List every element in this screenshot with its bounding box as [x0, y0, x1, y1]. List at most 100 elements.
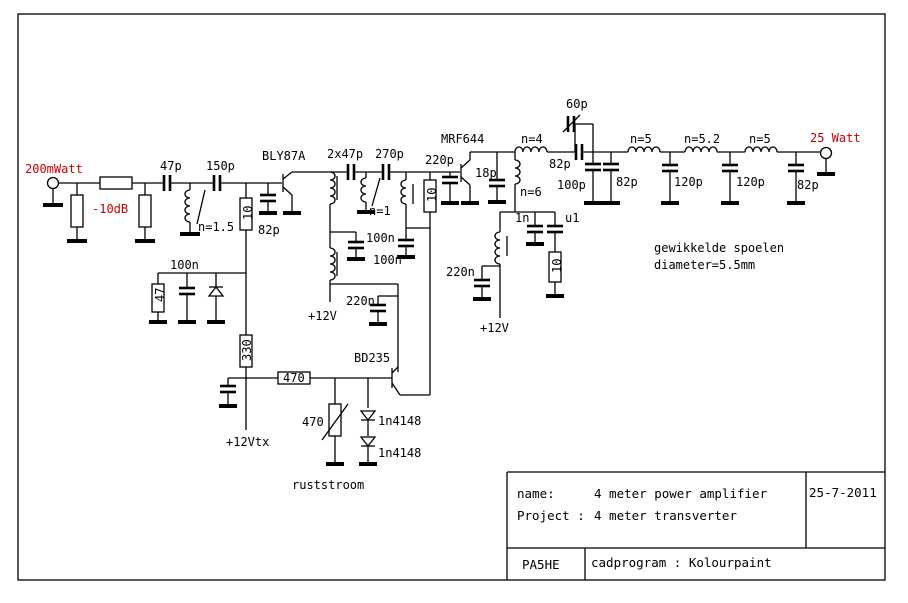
diode-bias-icon — [207, 273, 225, 324]
capacitor-220n-bd235-label: 220n — [346, 294, 375, 308]
capacitor-82p-shunt-a-label: 82p — [616, 175, 638, 189]
capacitor-82p-base-label: 82p — [258, 223, 280, 237]
vcc-q1-label: +12V — [308, 309, 337, 323]
attenuator-series-resistor — [99, 176, 133, 190]
title-name-value: 4 meter power amplifier — [594, 486, 768, 501]
capacitor-220p — [441, 172, 459, 205]
resistor-10-base-label: 10 — [241, 206, 255, 220]
inductor-collector-q1 — [329, 171, 338, 205]
title-cad: cadprogram : Kolourpaint — [591, 555, 772, 570]
capacitor-82p-shunt-b — [787, 152, 805, 205]
inductor-n5-b — [744, 146, 778, 153]
capacitor-u1-label: u1 — [565, 211, 579, 225]
capacitor-100n-bias — [178, 273, 196, 324]
transistor-bd235-label: BD235 — [354, 351, 390, 365]
capacitor-120p-b — [721, 152, 739, 205]
inductor-n1-5-label: n=1.5 — [198, 220, 234, 234]
capacitor-100n-bias-label: 100n — [170, 258, 199, 272]
rf-choke-q1 — [329, 247, 338, 281]
capacitor-100n-decoupling-b — [397, 238, 415, 259]
resistor-10-q2-label: 10 — [425, 188, 439, 202]
capacitor-47p — [162, 175, 172, 191]
capacitor-220n-q2-label: 220n — [446, 265, 475, 279]
capacitor-2x47p-label: 2x47p — [327, 147, 363, 161]
bias-label: ruststroom — [292, 478, 364, 492]
transistor-mrf644-icon — [460, 151, 515, 205]
transistor-bly87a-label: BLY87A — [262, 149, 306, 163]
vcc-tx-label: +12Vtx — [226, 435, 269, 449]
variable-inductor-n1 — [357, 172, 381, 214]
inductor-n1-label: n=1 — [369, 204, 391, 218]
input-connector-icon — [43, 176, 63, 207]
diode-b-label: 1n4148 — [378, 446, 421, 460]
attenuator-shunt-resistor-1 — [67, 183, 87, 243]
capacitor-150p — [212, 175, 222, 191]
capacitor-220n-q2 — [473, 266, 491, 301]
transistor-mrf644-label: MRF644 — [441, 132, 484, 146]
output-connector-icon — [817, 146, 835, 176]
diode-1n4148-a-icon — [359, 410, 377, 422]
title-author: PA5HE — [522, 557, 560, 572]
inductor-n4 — [514, 146, 548, 153]
capacitor-18p — [488, 152, 506, 204]
transistor-bly87a-icon — [282, 171, 310, 215]
capacitor-270p — [381, 164, 391, 180]
rf-choke-q2 — [494, 231, 508, 265]
capacitor-12vtx — [219, 378, 237, 408]
inductor-n6 — [514, 152, 521, 212]
capacitor-82p-shunt-b-label: 82p — [797, 178, 819, 192]
inductor-n5-a-label: n=5 — [630, 132, 652, 146]
inductor-base-q2 — [400, 172, 414, 240]
trimmer-capacitor-60p — [562, 114, 581, 133]
capacitor-150p-label: 150p — [206, 159, 235, 173]
inductor-n5-2-label: n=5.2 — [684, 132, 720, 146]
capacitor-82p-base — [259, 183, 277, 215]
title-name-label: name: — [517, 486, 555, 501]
inductor-n5-2 — [684, 146, 718, 153]
diode-a-label: 1n4148 — [378, 414, 421, 428]
capacitor-100p-shunt — [584, 152, 602, 205]
inductor-n5-b-label: n=5 — [749, 132, 771, 146]
attenuator-label: -10dB — [92, 202, 128, 216]
variable-inductor-n1-5 — [180, 183, 206, 236]
inductor-n4-label: n=4 — [521, 132, 543, 146]
coil-note-line-1: gewikkelde spoelen — [654, 241, 784, 255]
diode-1n4148-b-icon — [359, 436, 377, 448]
inductor-n6-label: n=6 — [520, 185, 542, 199]
inductor-n5-a — [627, 146, 661, 153]
capacitor-270p-label: 270p — [375, 147, 404, 161]
potentiometer-470-icon — [321, 403, 349, 441]
resistor-10-damping-label: 10 — [550, 259, 564, 273]
capacitor-100n-a-label: 100n — [366, 231, 395, 245]
capacitor-120p-a — [661, 152, 679, 205]
capacitor-2x47p — [346, 164, 356, 180]
capacitor-220p-label: 220p — [425, 153, 454, 167]
capacitor-100n-decoupling-a — [347, 232, 365, 261]
resistor-330-label: 330 — [240, 339, 254, 361]
capacitor-82p-series-label: 82p — [549, 157, 571, 171]
capacitor-82p-output-series — [574, 144, 584, 160]
capacitor-18p-label: 18p — [475, 166, 497, 180]
input-power-label: 200mWatt — [25, 162, 83, 176]
coil-note-line-2: diameter=5.5mm — [654, 258, 755, 272]
vcc-q2-label: +12V — [480, 321, 509, 335]
resistor-47-label: 47 — [153, 288, 167, 302]
output-power-label: 25 Watt — [810, 131, 861, 145]
capacitor-1n-label: 1n — [515, 211, 529, 225]
transistor-bd235-icon — [391, 366, 401, 396]
potentiometer-470-label: 470 — [302, 415, 324, 429]
resistor-470-label: 470 — [283, 371, 305, 385]
capacitor-100p-label: 100p — [557, 178, 586, 192]
capacitor-120p-a-label: 120p — [674, 175, 703, 189]
title-block — [506, 471, 885, 580]
title-date: 25-7-2011 — [809, 485, 877, 500]
capacitor-120p-b-label: 120p — [736, 175, 765, 189]
trimmer-60p-label: 60p — [566, 97, 588, 111]
attenuator-shunt-resistor-2 — [135, 183, 155, 243]
capacitor-100n-b-label: 100n — [373, 253, 402, 267]
capacitor-u1 — [547, 212, 563, 252]
title-project-label: Project : — [517, 508, 585, 523]
capacitor-82p-shunt-a — [602, 152, 620, 205]
capacitor-220n-bd235 — [369, 296, 387, 326]
